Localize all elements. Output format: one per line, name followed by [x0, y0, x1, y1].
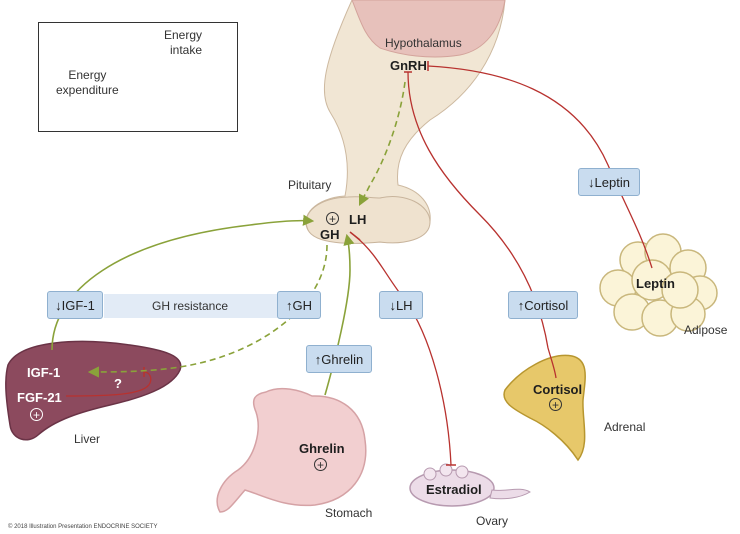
ghrelin-label: Ghrelin [299, 441, 345, 456]
stomach-shape [216, 387, 367, 513]
unknown-mark: ? [114, 376, 122, 391]
lh-down-box: ↓LH [379, 291, 423, 319]
liver-label: Liver [74, 432, 101, 446]
stomach-label: Stomach [325, 506, 373, 520]
cortisol-stimulate-symbol: + [549, 398, 562, 411]
estradiol-label: Estradiol [426, 482, 482, 497]
energy-expenditure-label: Energy expenditure [56, 68, 119, 97]
ghrelin-stimulate-symbol: + [314, 458, 327, 471]
gh-label: GH [320, 227, 340, 242]
adipose-label: Adipose [684, 323, 728, 337]
fgf21-stimulate-symbol: + [30, 408, 43, 421]
gh-resistance-band [104, 294, 278, 318]
cortisol-label: Cortisol [533, 382, 583, 397]
gh-resistance-label: GH resistance [152, 299, 229, 313]
adrenal-shape [503, 354, 586, 462]
ovary-shape [409, 463, 531, 507]
leptin-label: Leptin [636, 276, 675, 291]
pituitary-shape [305, 196, 431, 244]
copyright-credit: © 2018 Illustration Presentation ENDOCRI… [8, 524, 158, 530]
adrenal-label: Adrenal [604, 420, 646, 434]
energy-balance-panel [38, 22, 238, 132]
ovary-label: Ovary [476, 514, 509, 528]
inhibitory-bars [143, 61, 456, 466]
fgf21-label: FGF-21 [17, 390, 62, 405]
hypothalamus-label: Hypothalamus [385, 36, 462, 50]
pituitary-label: Pituitary [288, 178, 332, 192]
adipose-shape [599, 233, 718, 337]
gh-stimulate-symbol: + [326, 212, 339, 225]
igf1-label: IGF-1 [27, 365, 61, 380]
ghrelin-up-box: ↑Ghrelin [306, 345, 372, 373]
gnrh-label: GnRH [390, 58, 427, 73]
lh-label: LH [349, 212, 367, 227]
energy-intake-label: Energy intake [164, 28, 203, 57]
hypothalamus-shape [305, 0, 506, 244]
leptin-down-box: ↓Leptin [578, 168, 640, 196]
igf1-down-box: ↓IGF-1 [47, 291, 103, 319]
gh-up-box: ↑GH [277, 291, 321, 319]
liver-shape [5, 340, 182, 441]
cortisol-up-box: ↑Cortisol [508, 291, 578, 319]
